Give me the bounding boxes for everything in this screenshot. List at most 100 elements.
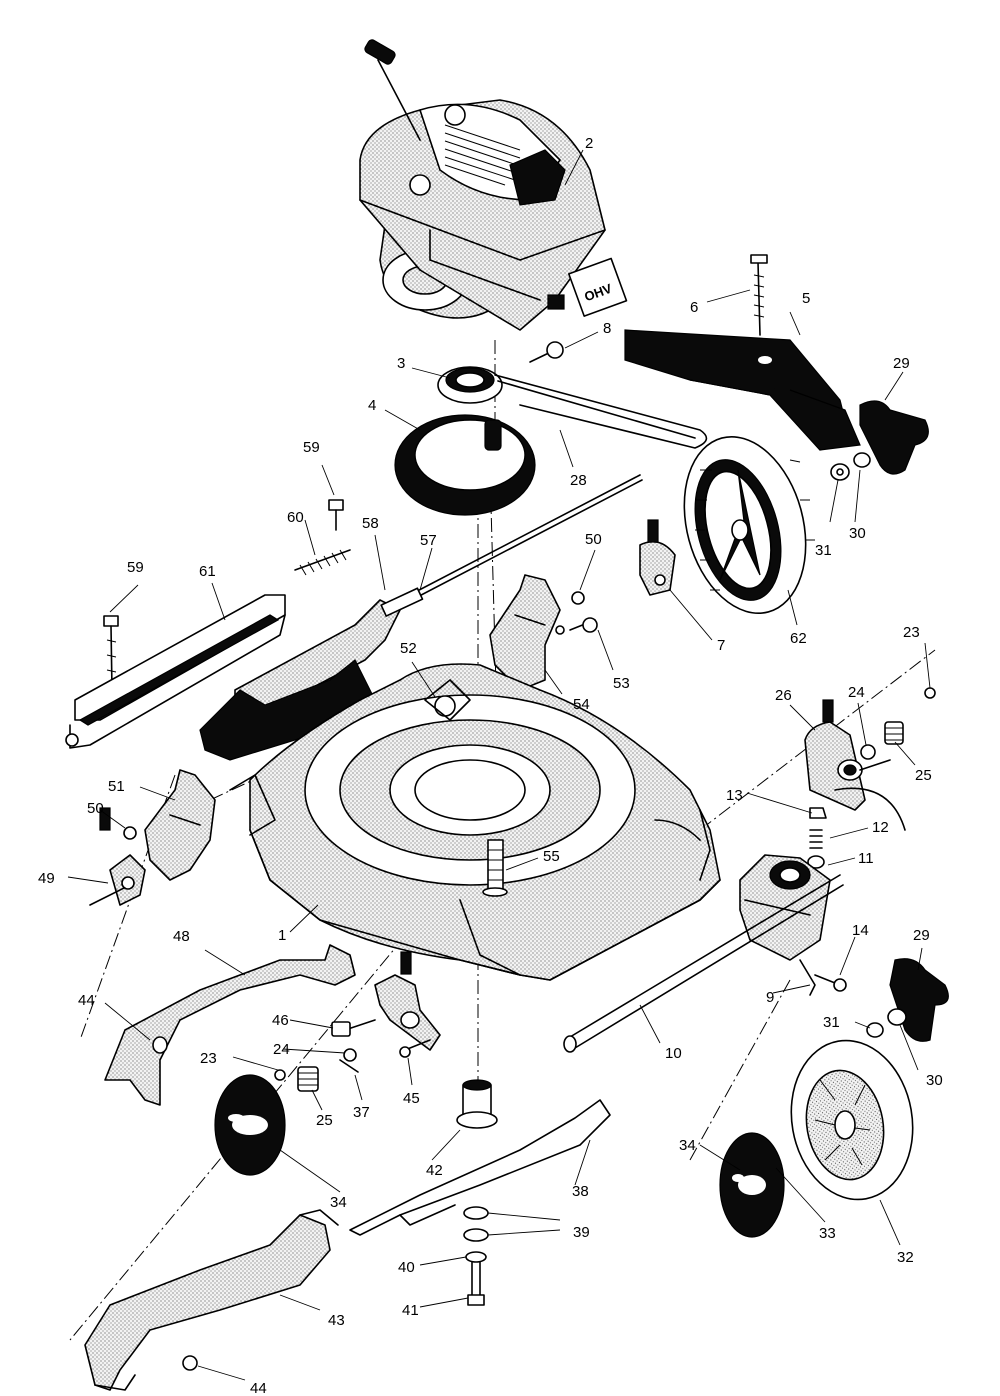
label-55: 55 — [543, 848, 560, 865]
label-12: 12 — [872, 819, 889, 836]
screw-59-upper — [328, 499, 344, 531]
label-30b: 30 — [926, 1072, 943, 1089]
label-25a: 25 — [915, 767, 932, 784]
screw-14 — [814, 974, 847, 992]
label-53: 53 — [613, 675, 630, 692]
label-52: 52 — [400, 640, 417, 657]
mower-deck — [229, 663, 721, 981]
label-61: 61 — [199, 563, 216, 580]
gear-parts-right — [860, 687, 936, 760]
rear-guard-61 — [65, 594, 286, 749]
leader-lines — [67, 149, 931, 1381]
label-51: 51 — [108, 778, 125, 795]
washers-lower — [866, 1008, 907, 1038]
washer-24-left — [343, 1048, 357, 1062]
label-11: 11 — [858, 850, 874, 867]
label-40: 40 — [398, 1259, 415, 1276]
label-39: 39 — [573, 1224, 590, 1241]
axle-10 — [563, 874, 844, 1053]
belt-cover — [624, 329, 861, 451]
label-23b: 23 — [200, 1050, 217, 1067]
screw-6 — [750, 254, 768, 336]
blade-38 — [349, 1099, 611, 1236]
label-6: 6 — [690, 299, 698, 316]
knob-29-upper — [859, 400, 929, 475]
label-42: 42 — [426, 1162, 443, 1179]
washer-40 — [465, 1251, 487, 1263]
label-59b: 59 — [127, 559, 144, 576]
bolt-53 — [569, 617, 598, 633]
label-3: 3 — [397, 355, 405, 372]
label-43: 43 — [328, 1312, 345, 1329]
left-adjuster-bracket — [374, 951, 441, 1051]
nut-44-lower — [182, 1355, 198, 1371]
hubcap-34-left — [214, 1074, 286, 1176]
height-adjuster-7 — [639, 519, 676, 596]
label-57: 57 — [420, 532, 437, 549]
label-34b: 34 — [330, 1194, 347, 1211]
label-46: 46 — [272, 1012, 289, 1029]
label-34a: 34 — [679, 1137, 696, 1154]
label-1: 1 — [278, 927, 286, 944]
front-skirt-48 — [104, 944, 356, 1106]
clip-23-left — [274, 1069, 286, 1081]
front-guard-43 — [84, 1209, 339, 1391]
label-14: 14 — [852, 922, 869, 939]
label-49: 49 — [38, 870, 55, 887]
label-54: 54 — [573, 696, 590, 713]
label-24a: 24 — [848, 684, 865, 701]
label-8: 8 — [603, 320, 611, 337]
label-60: 60 — [287, 509, 304, 526]
label-13: 13 — [726, 787, 743, 804]
nut-50-upper — [571, 591, 585, 605]
label-24b: 24 — [273, 1041, 290, 1058]
height-adjuster-49 — [89, 807, 146, 906]
wheel-62 — [683, 435, 815, 615]
label-29b: 29 — [913, 927, 930, 944]
label-2: 2 — [585, 135, 593, 152]
label-38: 38 — [572, 1183, 589, 1200]
part-number-labels: 1 2 3 4 5 6 7 8 9 10 11 12 13 14 23 23 2… — [38, 135, 943, 1396]
label-41: 41 — [402, 1302, 419, 1319]
label-58: 58 — [362, 515, 379, 532]
label-4: 4 — [368, 397, 376, 414]
bolt-41 — [467, 1261, 485, 1306]
label-32: 32 — [897, 1249, 914, 1266]
label-33: 33 — [819, 1225, 836, 1242]
gear-25-left — [297, 1066, 319, 1092]
bracket-51 — [144, 769, 216, 881]
label-30a: 30 — [849, 525, 866, 542]
label-29a: 29 — [893, 355, 910, 372]
wheel-32 — [790, 1039, 914, 1201]
label-62: 62 — [790, 630, 807, 647]
label-59a: 59 — [303, 439, 320, 456]
bushing-42 — [456, 1079, 498, 1129]
bolt-46 — [331, 1019, 376, 1037]
label-50a: 50 — [87, 800, 104, 817]
bolt-8 — [529, 341, 564, 363]
knob-29-lower — [889, 958, 949, 1042]
label-9: 9 — [766, 989, 774, 1006]
transmission-9 — [739, 854, 831, 996]
label-37: 37 — [353, 1104, 370, 1121]
spring-60 — [294, 549, 351, 576]
rod-57 — [399, 474, 643, 606]
label-31b: 31 — [823, 1014, 840, 1031]
label-44b: 44 — [250, 1380, 267, 1396]
bracket-54 — [489, 574, 565, 691]
label-50b: 50 — [585, 531, 602, 548]
spring-stack-11-12-13 — [807, 807, 827, 869]
washers-upper — [830, 452, 871, 481]
blade-washers-39 — [463, 1206, 489, 1242]
nut-50-left — [123, 826, 137, 840]
label-28: 28 — [570, 472, 587, 489]
label-44a: 44 — [78, 992, 95, 1009]
gear-25-right — [834, 787, 906, 831]
rear-flap-58 — [199, 587, 424, 761]
ring-shield — [394, 414, 536, 516]
engine: OHV — [359, 39, 628, 331]
label-31a: 31 — [815, 542, 832, 559]
label-5: 5 — [802, 290, 810, 307]
label-10: 10 — [665, 1045, 682, 1062]
